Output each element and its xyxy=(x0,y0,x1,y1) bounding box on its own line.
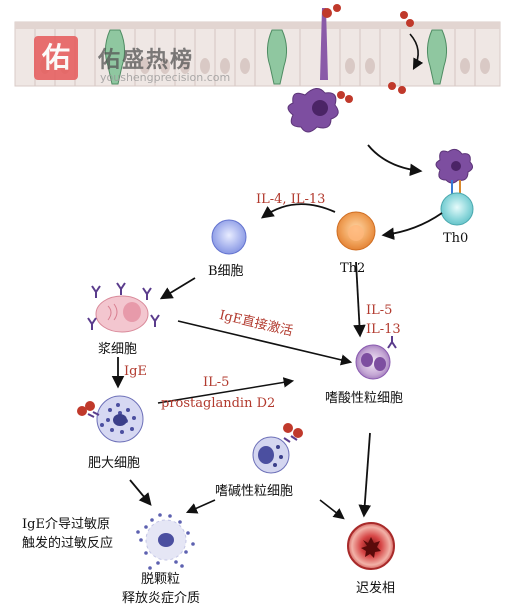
watermark-name: 佑盛热榜 xyxy=(98,48,195,73)
plasma-cell-label: 浆细胞 xyxy=(98,342,138,357)
goblet-cell xyxy=(104,29,448,85)
dendritic-cell xyxy=(287,4,353,133)
il5-eos-label: IL-5 xyxy=(366,303,393,318)
mast-cell xyxy=(77,395,144,443)
ige-reaction-label-1: IgE介导过敏原 xyxy=(22,517,110,532)
pgd2-label: prostaglandin D2 xyxy=(161,396,276,411)
degranulating-cell xyxy=(136,513,195,570)
basophil-cell xyxy=(252,423,303,474)
il13-eos-label: IL-13 xyxy=(366,322,401,337)
late-phase-vessel xyxy=(347,522,395,570)
eosinophil-label: 嗜酸性粒细胞 xyxy=(325,391,404,406)
th2-label: Th2 xyxy=(340,261,366,276)
il4-il13-label: IL-4, IL-13 xyxy=(256,192,326,207)
degranulation-label-1: 脱颗粒 xyxy=(141,572,181,587)
ige-antibody xyxy=(87,282,160,330)
ige-reaction-label-2: 触发的过敏反应 xyxy=(22,536,114,551)
il5-mast-label: IL-5 xyxy=(203,375,230,390)
plasma-cell xyxy=(95,295,149,333)
allergen xyxy=(388,11,414,94)
basophil-label: 嗜碱性粒细胞 xyxy=(215,484,294,499)
b-cell xyxy=(211,219,247,255)
degranulation-label-2: 释放炎症介质 xyxy=(122,591,201,606)
eosinophil-cell xyxy=(355,336,397,380)
ige-label: IgE xyxy=(124,364,147,379)
watermark-url: youshengprecision.com xyxy=(100,71,231,84)
th2-cell xyxy=(336,211,376,251)
epithelium xyxy=(14,21,501,87)
b-cell-label: B细胞 xyxy=(208,264,244,279)
mast-cell-label: 肥大细胞 xyxy=(88,456,141,471)
th0-label: Th0 xyxy=(443,231,469,246)
late-phase-label: 迟发相 xyxy=(356,581,396,596)
th0-cell xyxy=(435,148,474,226)
watermark-logo: 佑 xyxy=(34,36,78,80)
